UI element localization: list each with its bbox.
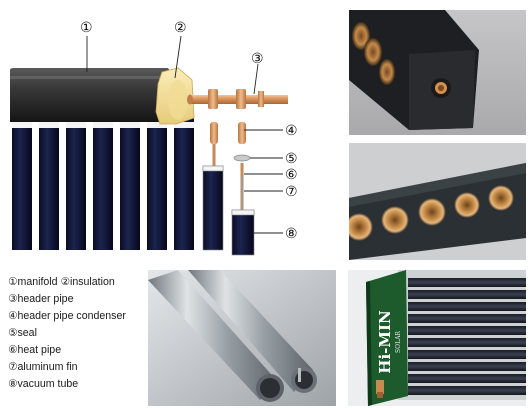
legend-item-heat-pipe: ⑥heat pipe <box>8 344 62 356</box>
brand-logo-text: Hi-MIN <box>376 310 394 374</box>
diagram-svg: ① ② ③ ④ ⑤ ⑥ ⑦ ⑧ <box>10 20 298 256</box>
header-pipe <box>187 89 288 109</box>
legend: ①manifold ②insulation ③header pipe ④head… <box>4 270 144 406</box>
callout-2: ② <box>174 20 187 36</box>
heat-pipe-diagram: ① ② ③ ④ ⑤ ⑥ ⑦ ⑧ <box>0 0 340 262</box>
callout-5: ⑤ <box>285 151 298 167</box>
vacuum-tube-row <box>12 118 194 250</box>
insulation-block <box>155 67 195 125</box>
collector-photo: Hi-MIN SOLAR <box>348 270 526 406</box>
vacuum-tube <box>12 118 32 250</box>
legend-item-vacuum-tube: ⑧vacuum tube <box>8 378 79 390</box>
callout-8: ⑧ <box>285 226 298 242</box>
vacuum-tube <box>39 118 59 250</box>
manifold-ports-svg <box>349 143 526 260</box>
vacuum-tube <box>174 118 194 250</box>
collector-tube-array <box>408 278 526 395</box>
legend-item-manifold-insulation: ①manifold ②insulation <box>8 276 115 288</box>
vacuum-tube <box>66 118 86 250</box>
legend-item-condenser: ④header pipe condenser <box>8 310 126 322</box>
manifold-end-photo <box>349 10 526 135</box>
vacuum-tube <box>93 118 113 250</box>
manifold <box>10 68 176 122</box>
manifold-end-svg <box>349 10 526 135</box>
callout-6: ⑥ <box>285 167 298 183</box>
manifold-ports-photo <box>349 143 526 260</box>
callout-4: ④ <box>285 123 298 139</box>
vacuum-tube-single <box>231 209 255 256</box>
legend-item-seal: ⑤seal <box>8 327 37 339</box>
callout-7: ⑦ <box>285 184 298 200</box>
callout-3: ③ <box>251 51 264 67</box>
collector-svg: Hi-MIN SOLAR <box>348 270 526 406</box>
callout-leaders <box>86 35 283 234</box>
legend-item-aluminum-fin: ⑦aluminum fin <box>8 361 78 373</box>
seal <box>233 154 251 162</box>
vacuum-tube <box>120 118 140 250</box>
brand-sub-text: SOLAR <box>395 331 402 353</box>
header-pipe-condenser <box>210 122 246 144</box>
aluminum-fins-svg <box>148 270 336 406</box>
vacuum-tube <box>147 118 167 250</box>
aluminum-fins-photo <box>148 270 336 406</box>
callout-1: ① <box>80 20 93 36</box>
vacuum-tube-open <box>202 165 224 251</box>
legend-item-header-pipe: ③header pipe <box>8 293 74 305</box>
